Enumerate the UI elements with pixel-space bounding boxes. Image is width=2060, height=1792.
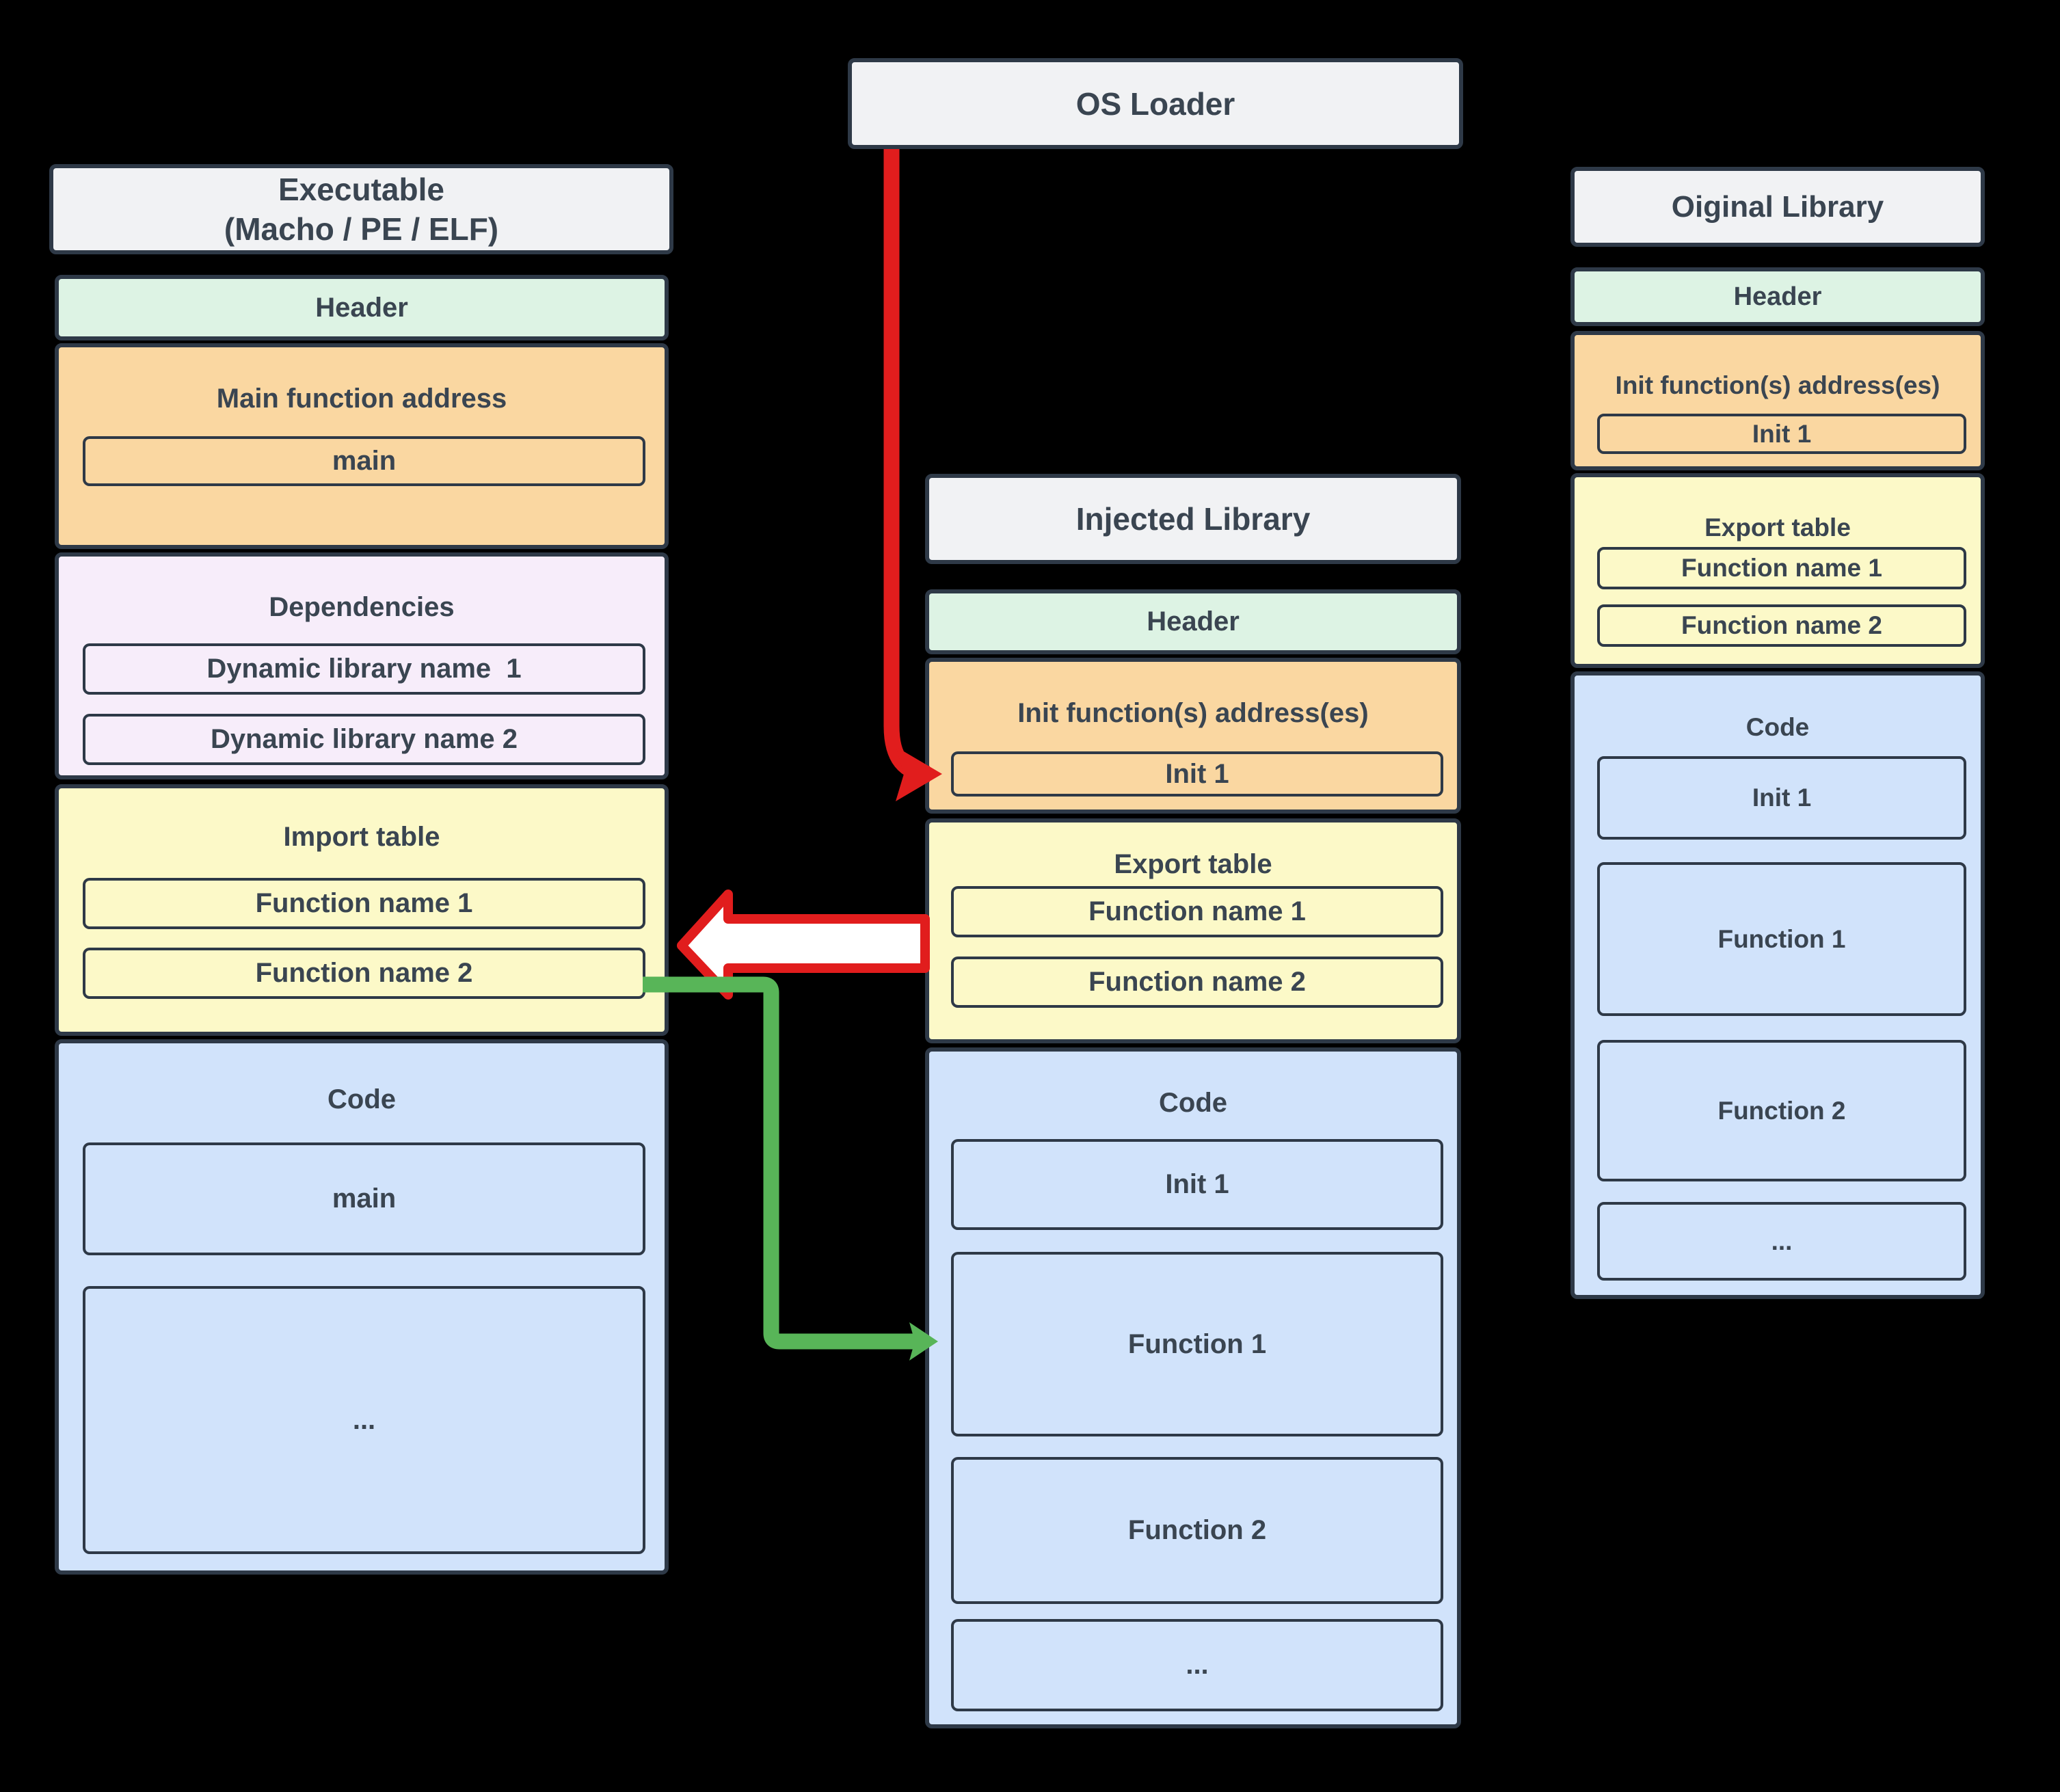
original-library-init-address-section: Init function(s) address(es) Init 1 <box>1570 331 1985 470</box>
original-library-code-label: Code <box>1745 713 1810 741</box>
executable-title-line2: (Macho / PE / ELF) <box>224 211 499 247</box>
injected-library-init-address-section: Init function(s) address(es) Init 1 <box>925 658 1461 814</box>
executable-dependencies-section: Dependencies Dynamic library name 1 Dyna… <box>55 552 669 779</box>
os-loader-label: OS Loader <box>1075 85 1235 122</box>
injected-library-code-init: Init 1 <box>951 1139 1443 1230</box>
executable-dependency-item-1: Dynamic library name 1 <box>83 643 645 695</box>
injected-library-export-item-1: Function name 1 <box>951 886 1443 937</box>
injected-library-code-ellipsis: ... <box>951 1619 1443 1711</box>
original-library-export-table-label: Export table <box>1704 513 1851 541</box>
executable-import-item-1: Function name 1 <box>83 878 645 929</box>
original-library-export-item-1: Function name 1 <box>1597 547 1966 589</box>
injected-library-export-item-2: Function name 2 <box>951 957 1443 1008</box>
original-library-init-item: Init 1 <box>1597 414 1966 454</box>
executable-import-item-2: Function name 2 <box>83 948 645 999</box>
executable-import-table-label: Import table <box>283 822 440 852</box>
executable-code-section: Code main ... <box>55 1039 669 1575</box>
injected-library-code-function-2: Function 2 <box>951 1457 1443 1604</box>
executable-import-table-section: Import table Function name 1 Function na… <box>55 784 669 1036</box>
original-library-code-ellipsis: ... <box>1597 1202 1966 1281</box>
original-library-code-init: Init 1 <box>1597 756 1966 840</box>
original-library-code-function-2: Function 2 <box>1597 1040 1966 1181</box>
executable-code-main: main <box>83 1142 645 1255</box>
original-library-init-address-label: Init function(s) address(es) <box>1615 371 1940 399</box>
original-library-header-section: Header <box>1570 267 1985 326</box>
export-to-import-block-arrow <box>677 890 930 1000</box>
injected-library-code-label: Code <box>1159 1088 1227 1118</box>
original-library-title-box: Oiginal Library <box>1570 167 1985 247</box>
executable-main-address-item: main <box>83 436 645 486</box>
injected-library-export-table-label: Export table <box>1114 849 1272 879</box>
injected-library-code-section: Code Init 1 Function 1 Function 2 ... <box>925 1047 1461 1728</box>
executable-main-address-section: Main function address main <box>55 343 669 549</box>
injected-library-header-label: Header <box>1147 606 1240 637</box>
executable-dependency-item-2: Dynamic library name 2 <box>83 714 645 765</box>
original-library-header-label: Header <box>1733 282 1822 311</box>
injected-library-header-section: Header <box>925 589 1461 654</box>
injected-library-init-item: Init 1 <box>951 751 1443 797</box>
injected-library-init-address-label: Init function(s) address(es) <box>1017 698 1369 728</box>
import-to-function1-arrow-line <box>643 976 919 1350</box>
original-library-code-function-1: Function 1 <box>1597 862 1966 1016</box>
executable-header-label: Header <box>315 292 408 323</box>
executable-header-section: Header <box>55 275 669 340</box>
injected-library-title-box: Injected Library <box>925 474 1461 564</box>
executable-dependencies-label: Dependencies <box>269 592 455 622</box>
os-loader-to-init-arrow-line <box>883 149 931 782</box>
executable-title-line1: Executable <box>278 172 444 207</box>
executable-title-box: Executable (Macho / PE / ELF) <box>49 164 673 254</box>
original-library-export-item-2: Function name 2 <box>1597 604 1966 647</box>
original-library-export-table-section: Export table Function name 1 Function na… <box>1570 473 1985 668</box>
os-loader-box: OS Loader <box>848 58 1463 149</box>
executable-code-ellipsis: ... <box>83 1286 645 1554</box>
injected-library-code-function-1: Function 1 <box>951 1252 1443 1436</box>
injected-library-title: Injected Library <box>1075 501 1311 537</box>
executable-main-address-label: Main function address <box>216 384 507 414</box>
original-library-title: Oiginal Library <box>1671 189 1884 224</box>
executable-code-label: Code <box>327 1084 396 1114</box>
original-library-code-section: Code Init 1 Function 1 Function 2 ... <box>1570 671 1985 1299</box>
injected-library-export-table-section: Export table Function name 1 Function na… <box>925 818 1461 1043</box>
